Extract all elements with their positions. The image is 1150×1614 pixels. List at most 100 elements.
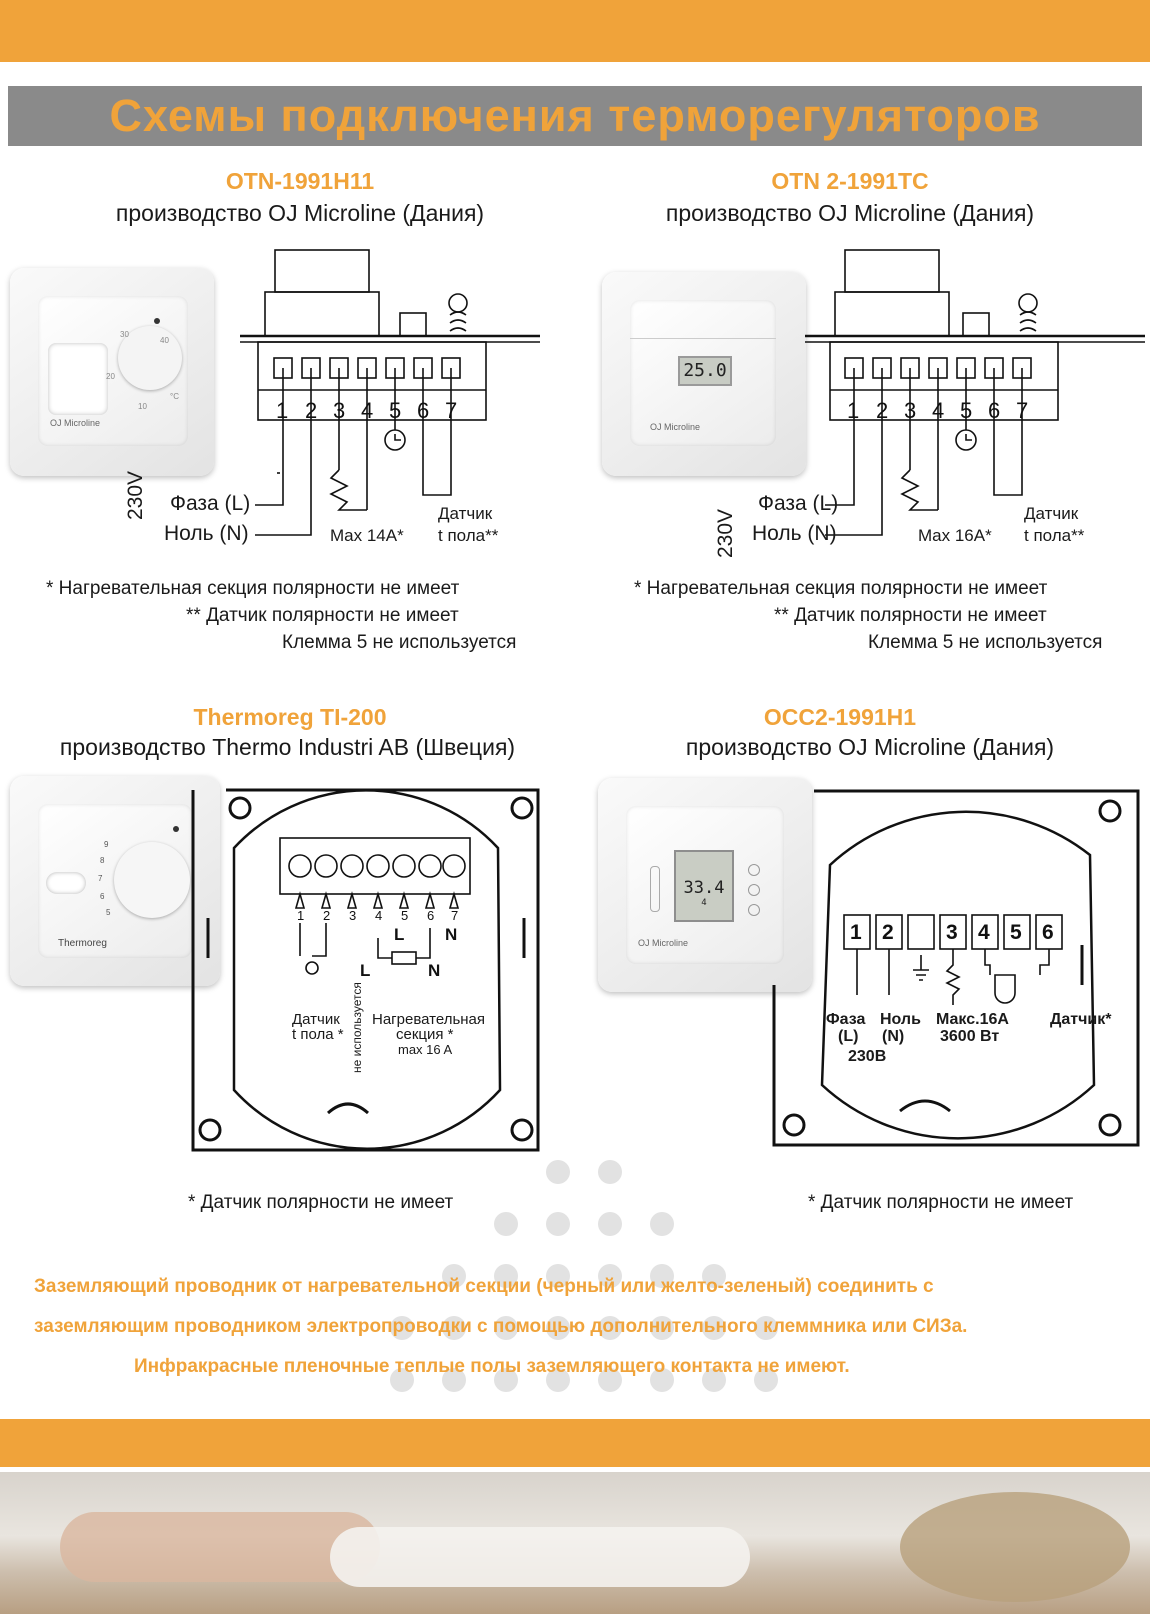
dial-mark: 30 [120, 330, 129, 339]
terminal-1: 1 [276, 398, 288, 423]
face-divider [630, 338, 776, 339]
terminal-6: 6 [988, 398, 1000, 423]
note-line: * Датчик полярности не имеет [808, 1192, 1074, 1213]
heating-max-label: max 16 A [398, 1042, 453, 1057]
note-line: Клемма 5 не используется [868, 632, 1103, 653]
terminal-2: 2 [305, 398, 317, 423]
lcd-display: 25.0 [678, 356, 732, 386]
photo-feet [60, 1512, 380, 1582]
neutral-label: Ноль (N) [752, 522, 837, 545]
slider-knob [48, 343, 108, 415]
sensor-label: t пола * [292, 1026, 344, 1043]
heating-section-label: секция * [396, 1026, 454, 1043]
sensor-label: Датчик* [1050, 1011, 1112, 1028]
terminal-1: 1 [850, 921, 862, 944]
dial-mark: 9 [104, 840, 109, 849]
dial-knob [114, 842, 190, 918]
mode-button-icon [748, 884, 760, 896]
photo-pouf [900, 1492, 1130, 1602]
max-current-label: Max 16A* [918, 526, 992, 545]
indicator-led [154, 318, 160, 324]
terminal-5: 5 [1010, 921, 1022, 944]
dial-mark: 7 [98, 874, 103, 883]
heating-letter: N [428, 961, 440, 980]
dial-knob [118, 326, 182, 390]
sensor-label: Датчик [1024, 504, 1079, 523]
terminal-4: 4 [932, 398, 944, 423]
floor-photo [0, 1472, 1150, 1614]
phase-label: Фаза (L) [758, 492, 839, 515]
note-line: * Нагревательная секция полярности не им… [634, 578, 1048, 599]
terminal-2: 2 [882, 921, 894, 944]
maker-ti-200: производство Thermo Industri AB (Швеция) [59, 734, 516, 760]
grounding-note: Заземляющий проводник от нагревательной … [34, 1276, 934, 1297]
max-power-label: 3600 Вт [940, 1028, 1000, 1045]
terminal-number: 5 [401, 908, 408, 923]
dial-mark: 10 [138, 402, 147, 411]
phase-label: Фаза (L) [170, 492, 251, 515]
thermostat-photo-occ2-1991h1: 33.4 4 OJ Microline [598, 778, 812, 992]
heating-letter: L [360, 961, 370, 980]
terminal-number: 4 [375, 908, 382, 923]
neutral-label: (N) [882, 1028, 905, 1045]
max-current-label: Макс.16А [936, 1011, 1009, 1028]
voltage-label: 230В [848, 1048, 887, 1065]
voltage-label: 230V [714, 508, 737, 558]
grounding-note: Инфракрасные пленочные теплые полы зазем… [134, 1356, 850, 1377]
heating-section-label: Нагревательная [372, 1011, 486, 1028]
photo-cloth [330, 1527, 750, 1587]
sensor-label: Датчик [438, 504, 493, 523]
note-line: ** Датчик полярности не имеет [186, 605, 459, 626]
sensor-label: t пола** [1024, 526, 1085, 545]
device-brand: OJ Microline [50, 418, 101, 428]
voltage-label: 230V [124, 470, 147, 520]
dial-mark: °C [170, 392, 179, 401]
model-title-ti-200: Thermoreg TI-200 [193, 704, 387, 730]
terminal-number: 1 [297, 908, 304, 923]
decorative-dots [390, 1160, 778, 1392]
terminal-6: 6 [1042, 921, 1054, 944]
terminal-letter: L [394, 925, 404, 944]
page-title: Схемы подключения терморегуляторов [109, 90, 1041, 141]
terminal-letter: N [445, 925, 457, 944]
dial-mark: 8 [100, 856, 105, 865]
terminal-5: 5 [389, 398, 401, 423]
thermostat-photo-otn-1991h11: OJ Microline 30 40 20 10 °C [10, 268, 214, 476]
side-switch [650, 866, 660, 912]
terminal-7: 7 [1016, 398, 1028, 423]
title-bar [8, 86, 1142, 146]
model-title-otn2-1991tc: OTN 2-1991TC [771, 168, 929, 194]
wiring-diagram-otn2-1991tc: 1 2 3 4 5 6 7 [805, 249, 1145, 536]
terminal-3: 3 [904, 398, 916, 423]
wiring-diagram-occ2-1991h1: 1 2 3 4 5 6 [772, 789, 1140, 1147]
wiring-diagram-otn-1991h11: 1 2 3 4 5 6 7 [240, 249, 540, 536]
note-line: * Нагревательная секция полярности не им… [46, 578, 460, 599]
model-title-occ2-1991h1: OCC2-1991H1 [763, 704, 917, 730]
indicator-led [173, 826, 179, 832]
bottom-band [0, 1419, 1150, 1467]
terminal-7: 7 [445, 398, 457, 423]
mode-switch [46, 872, 86, 894]
wiring-diagram-ti-200: 1 2 3 4 5 6 7 L N L N [191, 788, 540, 1152]
terminal-1: 1 [847, 398, 859, 423]
terminal-number: 3 [349, 908, 356, 923]
thermostat-photo-ti-200: Thermoreg 9 8 7 6 5 [10, 776, 220, 986]
up-button-icon [748, 864, 760, 876]
lcd-display: 33.4 4 [674, 850, 734, 922]
phase-label: Фаза [826, 1011, 866, 1028]
maker-occ2-1991h1: производство OJ Microline (Дания) [685, 734, 1055, 760]
note-line: ** Датчик полярности не имеет [774, 605, 1047, 626]
sensor-label: t пола** [438, 526, 499, 545]
dial-mark: 40 [160, 336, 169, 345]
lcd-value: 33.4 [683, 878, 725, 898]
lcd-sub-value: 4 [701, 898, 707, 908]
terminal-2: 2 [876, 398, 888, 423]
neutral-label: Ноль [880, 1011, 921, 1028]
neutral-label: Ноль (N) [164, 522, 249, 545]
terminal-number: 6 [427, 908, 434, 923]
device-brand: OJ Microline [638, 938, 689, 948]
unused-terminal-label: не используется [350, 982, 364, 1073]
terminal-4: 4 [361, 398, 373, 423]
terminal-5: 5 [960, 398, 972, 423]
grounding-note: заземляющим проводником электропроводки … [34, 1316, 968, 1337]
